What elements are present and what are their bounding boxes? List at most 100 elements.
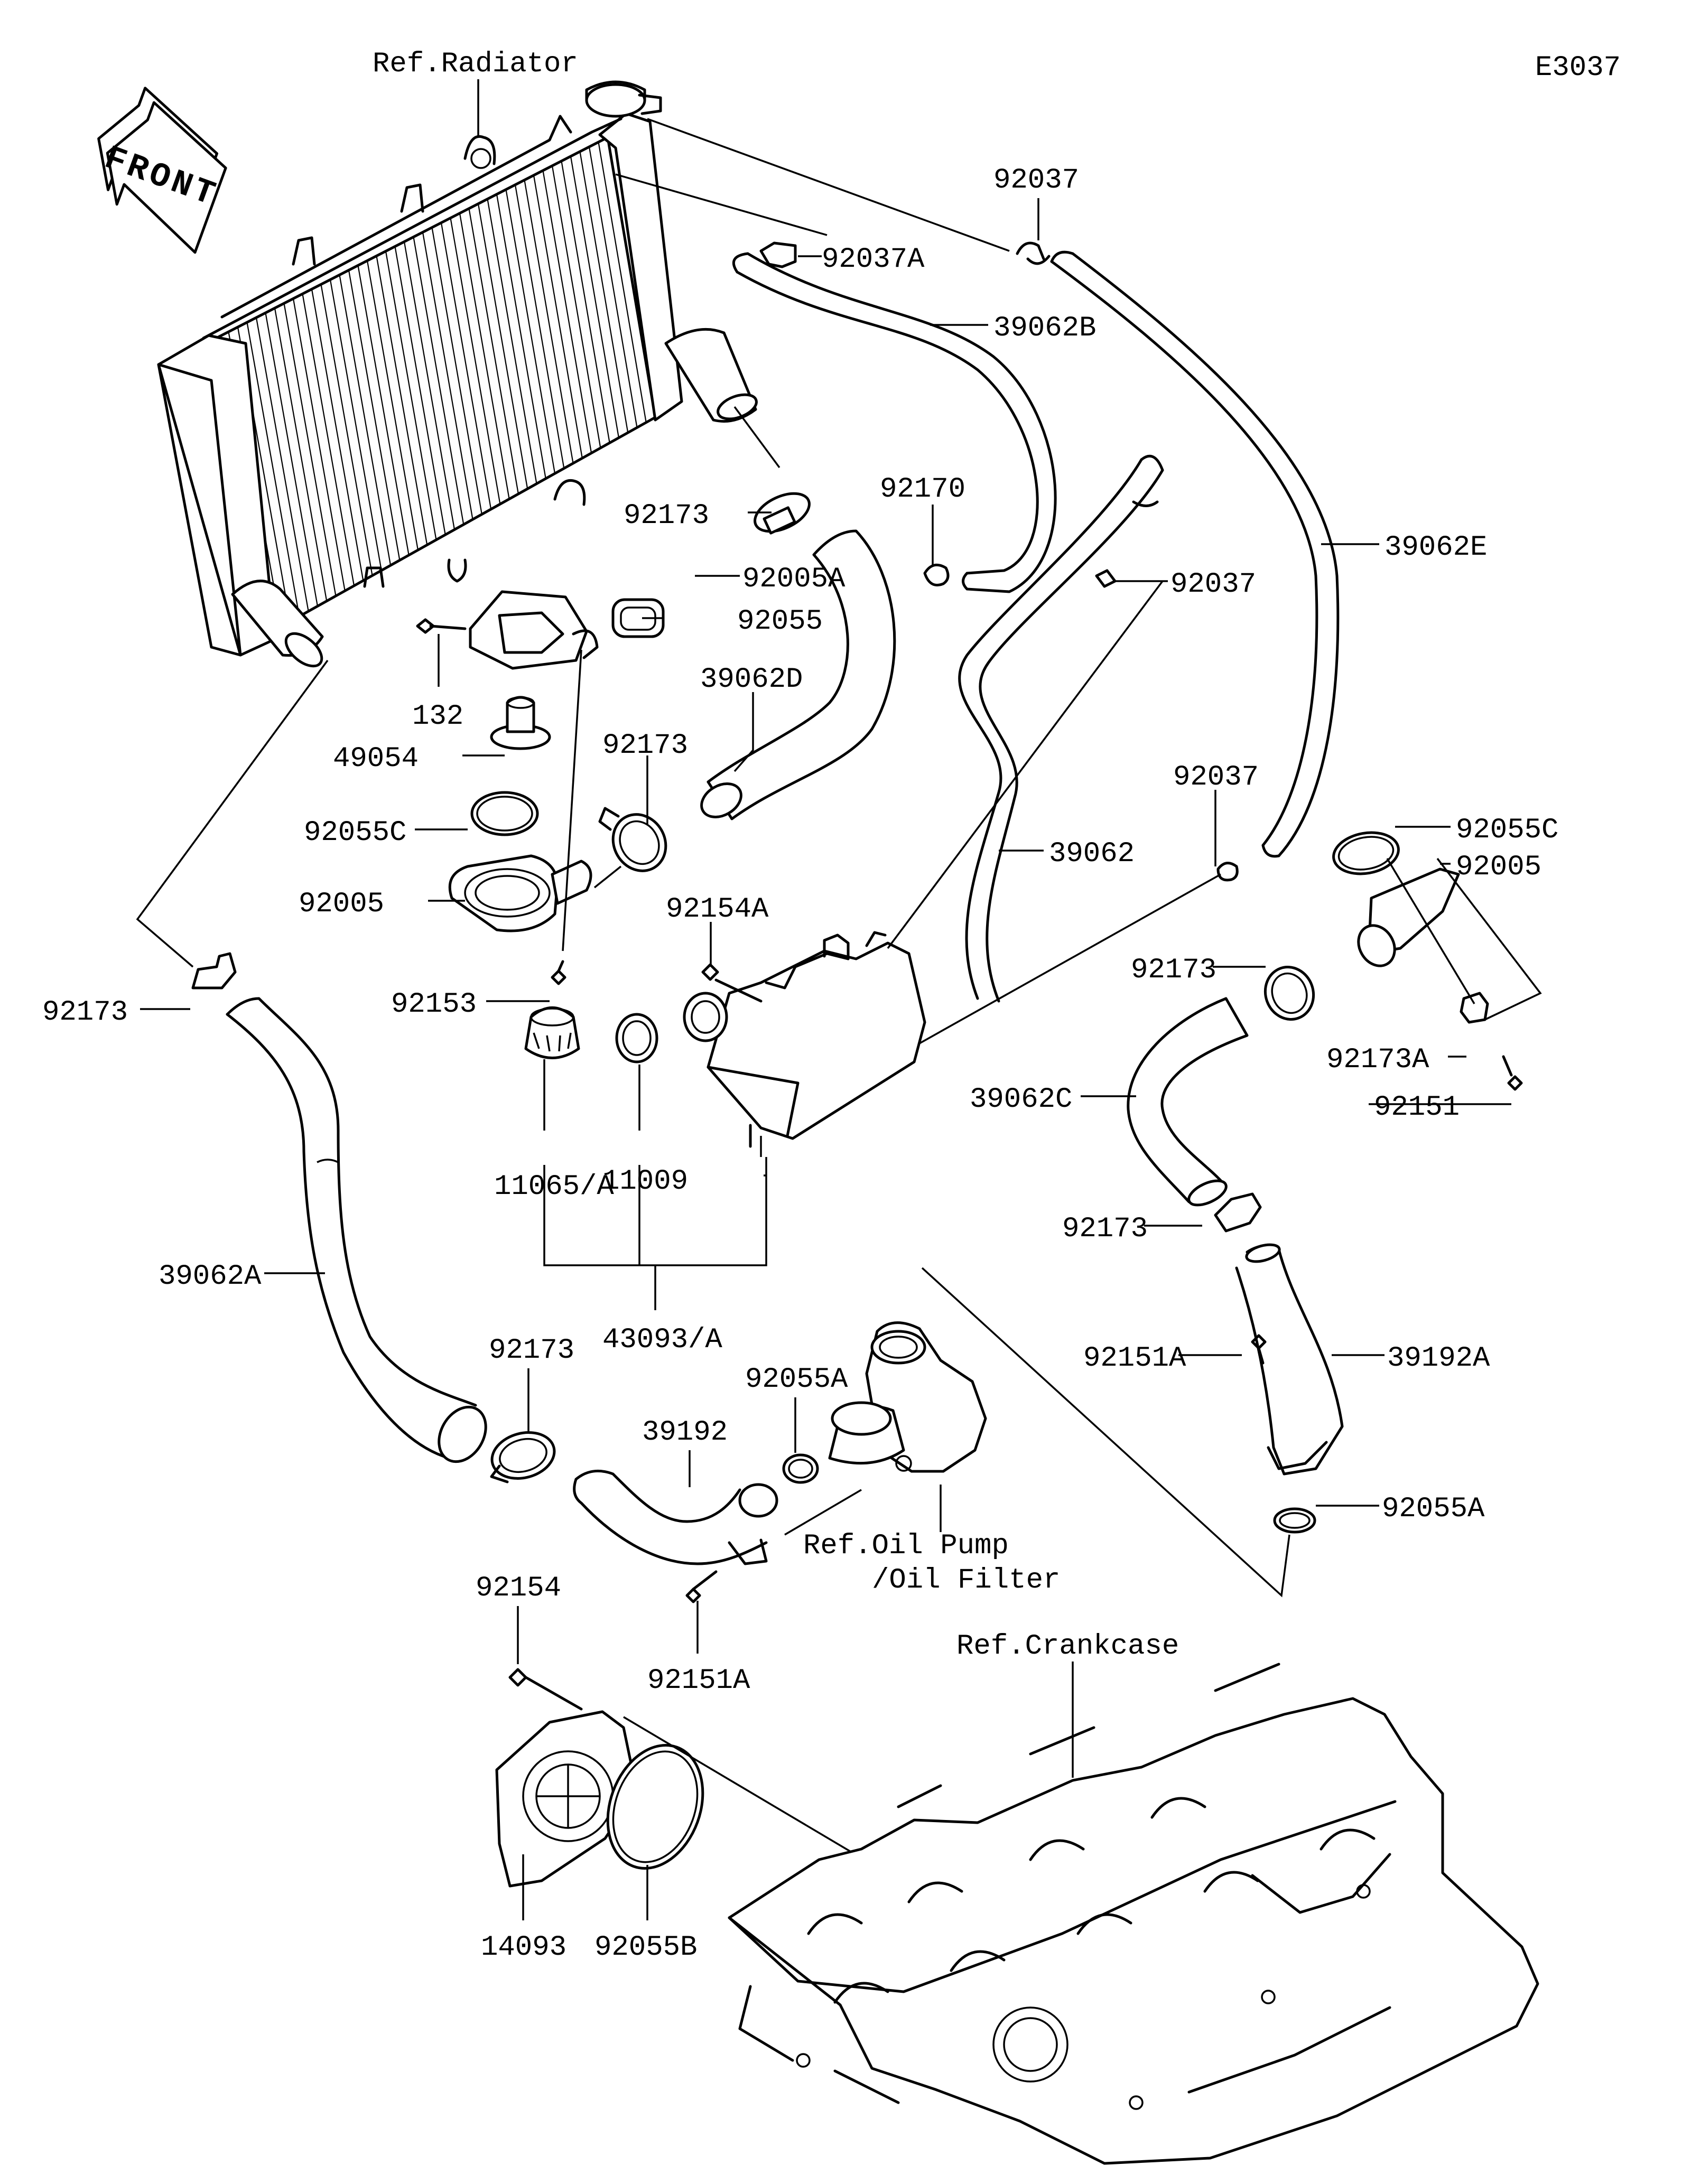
radiator-fin [551, 165, 601, 449]
ref-radiator-label: Ref.Radiator [373, 48, 578, 80]
label-92170: 92170 [880, 473, 965, 506]
ref-oil-filter-label: /Oil Filter [872, 1564, 1060, 1597]
clip-92037-right [1216, 862, 1239, 882]
clip-92037-mid [1095, 569, 1117, 588]
label-92037-right: 92037 [1173, 761, 1259, 794]
label-92005a: 92005A [742, 563, 846, 595]
label-92037-top: 92037 [993, 164, 1079, 197]
radiator-fin [561, 161, 610, 443]
radiator-fin [320, 284, 373, 576]
hose-39062e [1050, 250, 1340, 858]
clamp-92173-lower-right [1214, 1192, 1262, 1233]
hose-39062d [700, 529, 896, 820]
radiator-fin [329, 279, 382, 571]
label-92151: 92151 [1374, 1091, 1460, 1124]
label-11065a: 11065/A [494, 1171, 614, 1203]
radiator-fin [274, 307, 328, 601]
radiator-fin [311, 289, 364, 581]
label-92055: 92055 [737, 605, 823, 638]
label-92151a-bottom: 92151A [647, 1665, 750, 1697]
radiator-fin [477, 203, 528, 489]
radiator [157, 80, 758, 668]
label-92055c-right: 92055C [1456, 814, 1558, 846]
label-92154a: 92154A [666, 893, 769, 926]
label-14093: 14093 [481, 1931, 566, 1964]
clip-92037a [759, 241, 797, 268]
label-39062: 39062 [1049, 838, 1135, 870]
clamp-92173-bottom [490, 1431, 556, 1483]
radiator-fin [533, 175, 583, 459]
radiator-fin [542, 170, 592, 453]
label-92173-a: 92173 [624, 500, 709, 532]
reservoir-tank [524, 931, 926, 1148]
radiator-fin [283, 303, 337, 596]
clip-92037-top [1016, 241, 1051, 265]
label-92173-bottom: 92173 [489, 1334, 574, 1367]
radiator-fin [255, 317, 309, 612]
radiator-fin [598, 142, 647, 423]
radiator-fin [265, 312, 318, 606]
radiator-fin [385, 251, 437, 540]
label-39192a: 39192A [1387, 1342, 1490, 1375]
label-92005-left: 92005 [299, 888, 384, 920]
clamp-92173-middle [598, 807, 667, 872]
hose-39062a [226, 997, 487, 1463]
pipe-39192 [573, 1469, 778, 1565]
ref-oil-pump-label: Ref.Oil Pump [803, 1530, 1009, 1562]
radiator-fin [292, 298, 346, 591]
cover-14093 [495, 1668, 704, 1888]
label-92173-left: 92173 [42, 996, 128, 1029]
label-92055a-right: 92055A [1382, 1493, 1485, 1525]
radiator-fin [348, 270, 401, 561]
radiator-fin [588, 146, 638, 428]
radiator-fin [376, 256, 428, 545]
label-132: 132 [412, 701, 463, 733]
diagram-code: E3037 [1535, 52, 1621, 84]
crankcase [728, 1663, 1539, 2165]
label-92154: 92154 [476, 1572, 561, 1604]
label-92173-right: 92173 [1131, 954, 1216, 986]
hose-39062b [732, 252, 1057, 593]
label-49054: 49054 [333, 743, 419, 775]
label-92055b: 92055B [594, 1931, 697, 1964]
radiator-fin [514, 184, 565, 469]
front-arrow-icon: FRONT [97, 87, 227, 254]
radiator-fin [459, 213, 510, 499]
hose-39062c [1127, 997, 1249, 1207]
label-39062a: 39062A [159, 1261, 262, 1293]
radiator-fin [339, 275, 392, 566]
label-39062b: 39062B [993, 312, 1096, 344]
outlet-housing-right [1251, 831, 1523, 1534]
radiator-fin [468, 208, 519, 494]
radiator-fin [487, 199, 537, 484]
radiator-fin [302, 294, 355, 586]
label-92173-lower-right: 92173 [1062, 1213, 1148, 1245]
label-92055c-left: 92055C [304, 817, 406, 849]
radiator-fin [579, 151, 629, 433]
radiator-fin [431, 227, 482, 515]
label-92005-right: 92005 [1456, 851, 1541, 883]
clip-92170 [923, 563, 950, 586]
radiator-fin [570, 156, 619, 438]
clamp-92173-left [191, 952, 237, 990]
radiator-fin [394, 246, 446, 535]
label-39192: 39192 [642, 1416, 728, 1449]
radiator-fin [413, 237, 464, 525]
radiator-fin [505, 189, 556, 474]
part-labels: 92037 92037A 39062B 92173 92170 92037 39… [42, 164, 1558, 1964]
label-92037a: 92037A [822, 244, 925, 276]
hose-39062 [958, 454, 1164, 1003]
connection-lines [136, 118, 1542, 1853]
radiator-fin [496, 194, 546, 479]
label-11009: 11009 [602, 1165, 688, 1198]
label-leaders [140, 198, 1511, 1920]
clamp-92173-upper [754, 492, 811, 535]
ref-crankcase-label: Ref.Crankcase [956, 1630, 1179, 1663]
radiator-fin [524, 180, 574, 464]
label-39062d: 39062D [700, 664, 803, 696]
label-92173a: 92173A [1326, 1044, 1429, 1076]
radiator-fin [450, 218, 501, 505]
radiator-fin [246, 322, 300, 617]
pipe-39192a [1235, 1243, 1344, 1476]
